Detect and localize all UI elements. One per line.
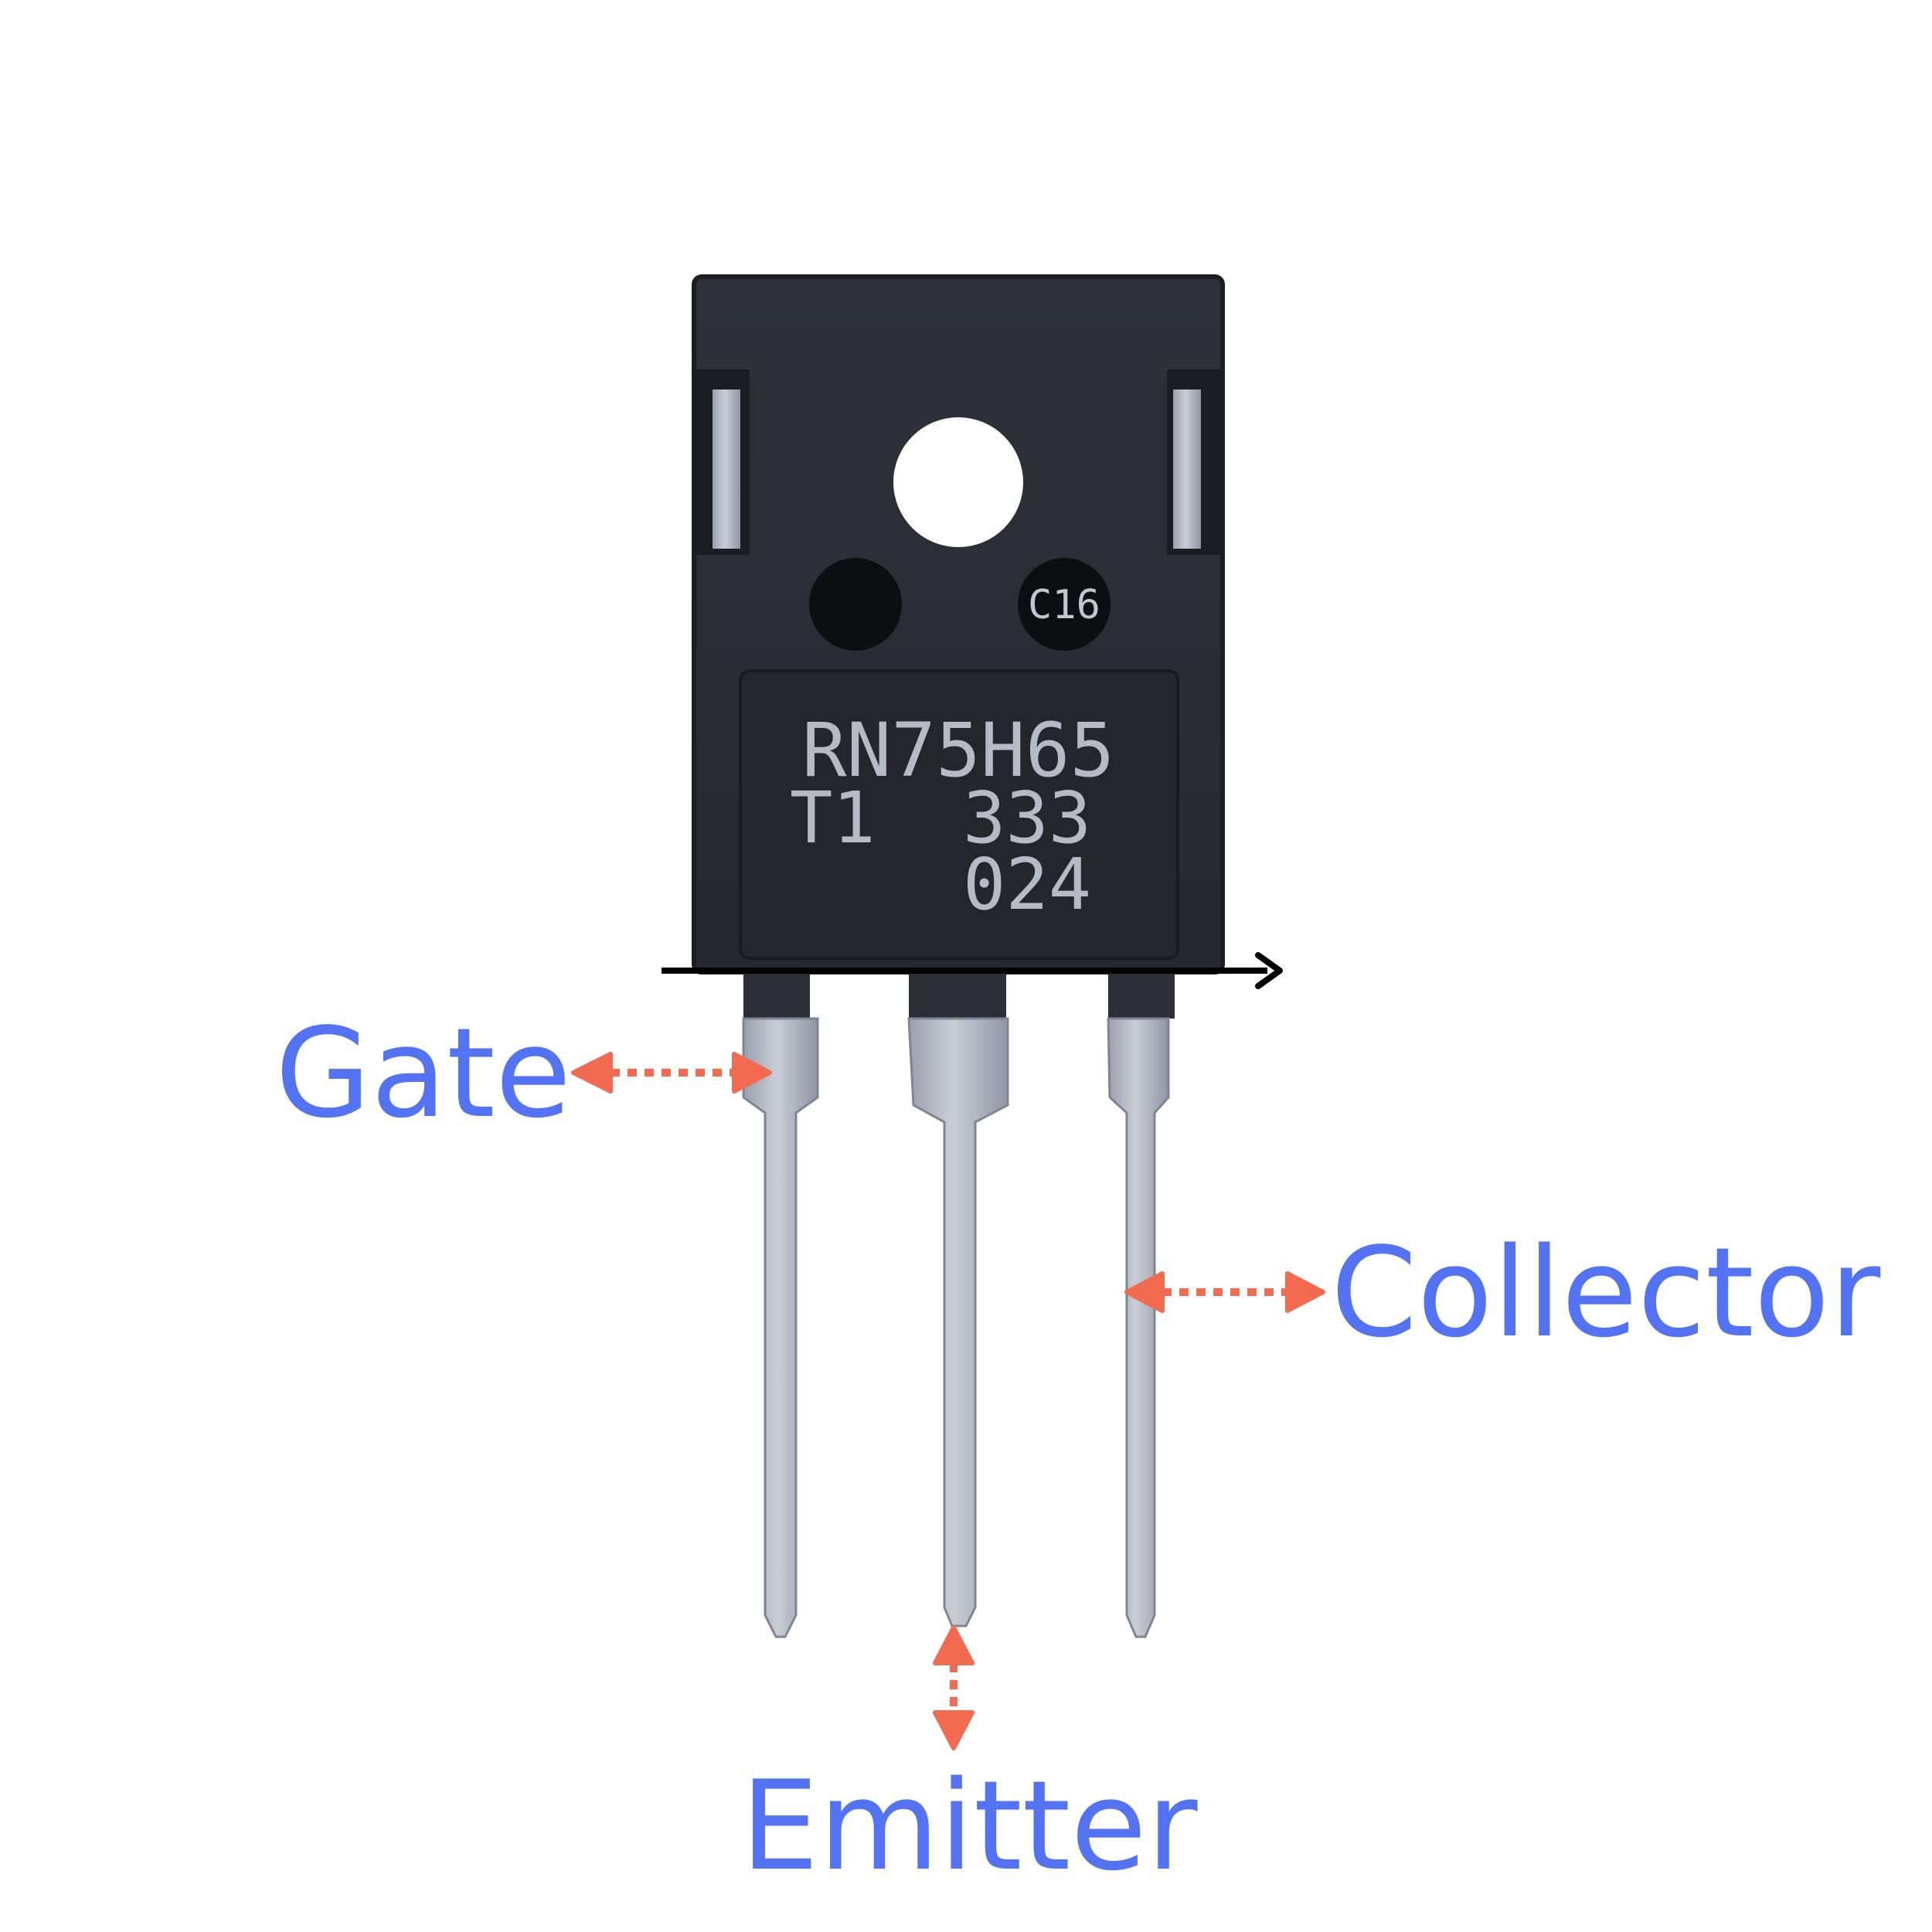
marking-panel <box>739 669 1179 960</box>
emitter-label: Emitter <box>740 1753 1197 1898</box>
emitter-pointer-arrow-icon <box>933 1625 975 1750</box>
leads <box>742 972 1175 1638</box>
collector-lead-body <box>1107 1017 1170 1638</box>
ejector-pin-mark-left <box>809 558 902 651</box>
gate-lead-shoulder-dark <box>743 972 810 1019</box>
collector-lead-shoulder-dark <box>1108 972 1175 1019</box>
emitter-lead <box>907 972 1009 1628</box>
emitter-lead-body <box>907 1017 1009 1628</box>
gate-pointer-arrow-icon <box>571 1052 772 1094</box>
marking-line2-right: 333 <box>963 777 1091 859</box>
gate-label: Gate <box>275 1001 571 1145</box>
marking-part-number: RN75H65 <box>802 707 1115 794</box>
left-notch-metal <box>713 389 740 549</box>
gate-lead <box>742 972 819 1638</box>
ejector-pin-mark-right <box>1018 558 1111 651</box>
collector-label: Collector <box>1331 1220 1881 1365</box>
to247-package: C16 RN75H65 T1 333 024 <box>692 274 1225 975</box>
collector-lead <box>1107 972 1175 1638</box>
emitter-lead-shoulder-dark <box>909 972 1006 1019</box>
marking-line3: 024 <box>963 843 1091 926</box>
dot-mark-text: C16 <box>1028 582 1100 628</box>
collector-pointer-arrow-icon <box>1124 1271 1325 1313</box>
marking-line2-left: T1 <box>790 777 876 859</box>
mounting-hole-icon <box>893 417 1023 547</box>
right-notch-metal <box>1173 389 1201 549</box>
right-arrow-icon <box>662 952 1283 989</box>
gate-lead-body <box>742 1017 819 1638</box>
